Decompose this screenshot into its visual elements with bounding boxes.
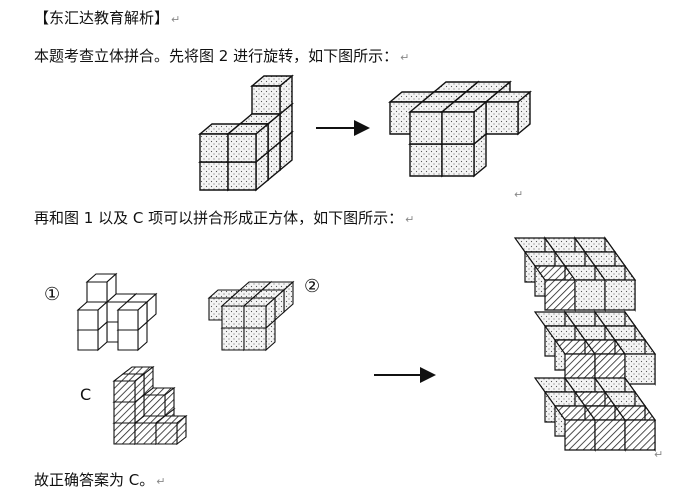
figure-2-original xyxy=(198,74,294,192)
cube-front-face xyxy=(243,327,267,351)
cube-front-face xyxy=(86,281,108,303)
figure-2-label: ② xyxy=(304,276,321,297)
cube-front-face xyxy=(574,279,606,311)
cube-front-face xyxy=(77,309,99,331)
cube-front-face xyxy=(564,419,596,451)
figure-1 xyxy=(76,272,158,352)
paragraph-2-text: 再和图 1 以及 C 项可以拼合形成正方体，如下图所示： xyxy=(34,209,404,227)
cube-front-face xyxy=(77,329,99,351)
cube-front-face xyxy=(604,279,636,311)
cube-front-face xyxy=(134,422,157,445)
heading: 【东汇达教育解析】↵ xyxy=(34,8,180,30)
conclusion: 故正确答案为 C。↵ xyxy=(34,470,165,492)
cube-front-face xyxy=(113,422,136,445)
cube-layer-bottom xyxy=(533,376,657,452)
heading-text: 【东汇达教育解析】 xyxy=(34,9,170,27)
figure-2-rotated xyxy=(388,80,532,178)
cube-front-face xyxy=(227,133,257,163)
cube-front-face xyxy=(199,161,229,191)
return-mark: ↵ xyxy=(156,475,166,488)
cube-front-face xyxy=(227,161,257,191)
cube-front-face xyxy=(441,143,475,177)
figure-2-small xyxy=(207,280,295,352)
cube-front-face xyxy=(409,143,443,177)
cube-front-face xyxy=(199,133,229,163)
cube-front-face xyxy=(221,327,245,351)
option-c-figure xyxy=(112,365,188,446)
return-mark: ↵ xyxy=(405,213,415,226)
cube-front-face xyxy=(243,305,267,329)
option-c-label: C xyxy=(80,385,92,404)
cube-front-face xyxy=(409,111,443,145)
cube-front-face xyxy=(143,394,166,417)
cube-front-face xyxy=(113,380,136,403)
figure-return-mark-2: ↵ xyxy=(654,448,664,461)
cube-front-face xyxy=(113,401,136,424)
cube-front-face xyxy=(117,309,139,331)
cube-front-face xyxy=(441,111,475,145)
paragraph-1: 本题考查立体拼合。先将图 2 进行旋转，如下图所示：↵ xyxy=(34,46,409,68)
return-mark: ↵ xyxy=(171,13,181,26)
conclusion-text: 故正确答案为 C。 xyxy=(34,471,155,489)
figure-1-label: ① xyxy=(44,284,61,305)
cube-front-face xyxy=(485,101,519,135)
cube-front-face xyxy=(594,419,626,451)
cube-front-face xyxy=(221,305,245,329)
return-mark: ↵ xyxy=(400,51,410,64)
figure-return-mark: ↵ xyxy=(514,188,524,201)
cube-layer-middle xyxy=(533,310,657,386)
cube-front-face xyxy=(155,422,178,445)
cube-front-face xyxy=(117,329,139,351)
cube-layer-top xyxy=(513,236,637,312)
cube-front-face xyxy=(544,279,576,311)
paragraph-1-text: 本题考查立体拼合。先将图 2 进行旋转，如下图所示： xyxy=(34,47,399,65)
cube-front-face xyxy=(624,353,656,385)
cube-front-face xyxy=(251,85,281,115)
cube-front-face xyxy=(624,419,656,451)
paragraph-2: 再和图 1 以及 C 项可以拼合形成正方体，如下图所示：↵ xyxy=(34,208,414,230)
